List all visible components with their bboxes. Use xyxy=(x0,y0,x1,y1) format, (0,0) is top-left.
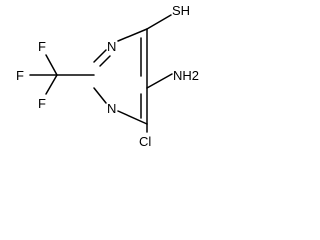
atom-label-n-lower: N xyxy=(107,101,116,116)
bond-cf3-f-top xyxy=(45,54,58,76)
atom-label-f-bottom: F xyxy=(38,96,46,111)
atom-label-f-left: F xyxy=(16,68,24,83)
bond-c5-nh2 xyxy=(146,73,173,89)
bond-n3-c2-double xyxy=(99,55,111,67)
atom-label-cl: Cl xyxy=(139,134,151,149)
bond-n3-c2 xyxy=(93,49,107,63)
atom-label-n-upper: N xyxy=(107,39,116,54)
bond-cf3-f-bottom xyxy=(45,74,58,95)
atom-label-sh: SH xyxy=(172,3,190,18)
atom-label-f-top: F xyxy=(38,39,46,54)
bond-n1-c6 xyxy=(117,110,148,125)
bond-c2-n1 xyxy=(93,87,107,104)
chemical-structure-diagram: SH N N NH2 Cl F F F xyxy=(16,3,199,149)
bond-c4-n3 xyxy=(117,28,148,42)
atom-label-nh2: NH2 xyxy=(173,68,199,83)
bond-c4-sh xyxy=(146,14,172,30)
